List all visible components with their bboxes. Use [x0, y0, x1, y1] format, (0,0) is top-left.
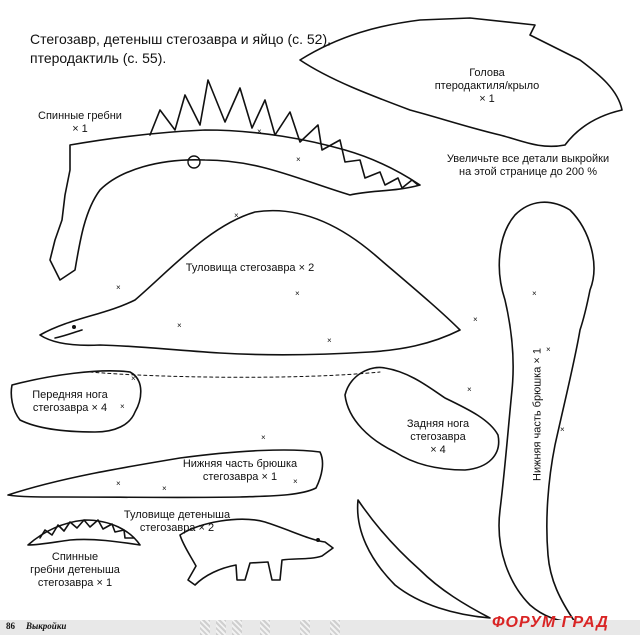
mark: × [467, 385, 472, 394]
page-number: 86 [6, 621, 15, 631]
enlarge-instruction: Увеличьте все детали выкройки на этой ст… [438, 153, 618, 179]
body-dashed-line [89, 371, 381, 378]
label-line: Задняя нога [406, 418, 470, 430]
mark: × [131, 374, 136, 383]
baby-plates-outline [27, 519, 141, 546]
belly-vertical-outline [498, 201, 595, 623]
hind-leg-label: Задняя нога стегозавра × 4 [388, 418, 488, 457]
page-heading: Стегозавр, детеныш стегозавра и яйцо (с.… [30, 30, 331, 68]
mark: × [560, 425, 565, 434]
mark: × [295, 289, 300, 298]
baby-plates-spikes [39, 519, 135, 539]
label-line: стегозавра [410, 431, 466, 443]
pterodactyl-head-label: Голова птеродактиля/крыло × 1 [422, 67, 552, 106]
mark: × [296, 155, 301, 164]
mark: × [532, 289, 537, 298]
label-line: Голова [469, 67, 505, 79]
footer-texture [232, 620, 242, 635]
footer-bar [0, 620, 640, 635]
footer-texture [216, 620, 226, 635]
mark: × [293, 477, 298, 486]
baby-plates-label: Спинные гребни детеныша стегозавра × 1 [20, 551, 130, 590]
label-line: стегозавра × 4 [32, 402, 108, 414]
forum-grad-logo: ФОРУМ ГРАД [492, 614, 609, 632]
label-line: × 1 [479, 93, 495, 105]
mark: × [120, 402, 125, 411]
belly-outline [7, 449, 324, 499]
back-plates-outline [49, 129, 421, 281]
hind-leg-outline [344, 366, 500, 471]
mark: × [116, 479, 121, 488]
eye-circle [187, 155, 201, 169]
pterodactyl-head-outline [299, 17, 623, 148]
label-line: Спинные гребни [38, 110, 122, 122]
logo-word: ФОРУМ [492, 614, 557, 631]
baby-body-outline [179, 518, 334, 586]
front-leg-label: Передняя нога стегозавра × 4 [15, 389, 125, 415]
tail-tip-outline [356, 499, 491, 619]
label-line: Туловище детеныша [123, 509, 231, 521]
label-line: гребни детеныша [30, 564, 120, 576]
body-label: Туловища стегозавра × 2 [185, 262, 315, 274]
baby-eye-dot [316, 538, 320, 542]
body-eye-dot [72, 325, 76, 329]
body-mouth [54, 329, 83, 339]
label-line: птеродактиля/крыло [434, 80, 540, 92]
placement-marks: × × × × × × × × × × × × × × × × × × [116, 127, 565, 493]
footer-texture [300, 620, 310, 635]
label-line: × 1 [72, 123, 88, 135]
mark: × [162, 484, 167, 493]
mark: × [473, 315, 478, 324]
label-line: стегозавра × 2 [139, 522, 215, 534]
label-line: Передняя нога [32, 389, 108, 401]
baby-body-label: Туловище детеныша стегозавра × 2 [112, 509, 242, 535]
belly-vertical-label: Нижняя часть брюшка × 1 [531, 348, 544, 481]
mark: × [261, 433, 266, 442]
mark: × [257, 127, 262, 136]
label-line: стегозавра × 1 [37, 577, 113, 589]
footer-texture [260, 620, 270, 635]
body-outline [39, 209, 461, 356]
label-line: стегозавра × 1 [202, 471, 278, 483]
back-plates-label: Спинные гребни × 1 [25, 110, 135, 136]
label-line: Нижняя часть брюшка [182, 458, 298, 470]
heading-line-2: птеродактиль (с. 55). [30, 50, 167, 66]
back-plates-spikes [149, 79, 419, 189]
footer-texture [200, 620, 210, 635]
belly-label: Нижняя часть брюшка стегозавра × 1 [165, 458, 315, 484]
mark: × [327, 336, 332, 345]
mark: × [116, 283, 121, 292]
mark: × [546, 345, 551, 354]
footer-texture [330, 620, 340, 635]
front-leg-outline [10, 370, 142, 433]
instruction-line: на этой странице до 200 % [459, 166, 597, 178]
mark: × [177, 321, 182, 330]
section-name: Выкройки [26, 621, 67, 631]
label-line: × 4 [430, 444, 446, 456]
logo-word: ГРАД [561, 614, 609, 631]
label-line: Спинные [51, 551, 99, 563]
instruction-line: Увеличьте все детали выкройки [446, 153, 610, 165]
heading-line-1: Стегозавр, детеныш стегозавра и яйцо (с.… [30, 31, 332, 47]
mark: × [234, 211, 239, 220]
